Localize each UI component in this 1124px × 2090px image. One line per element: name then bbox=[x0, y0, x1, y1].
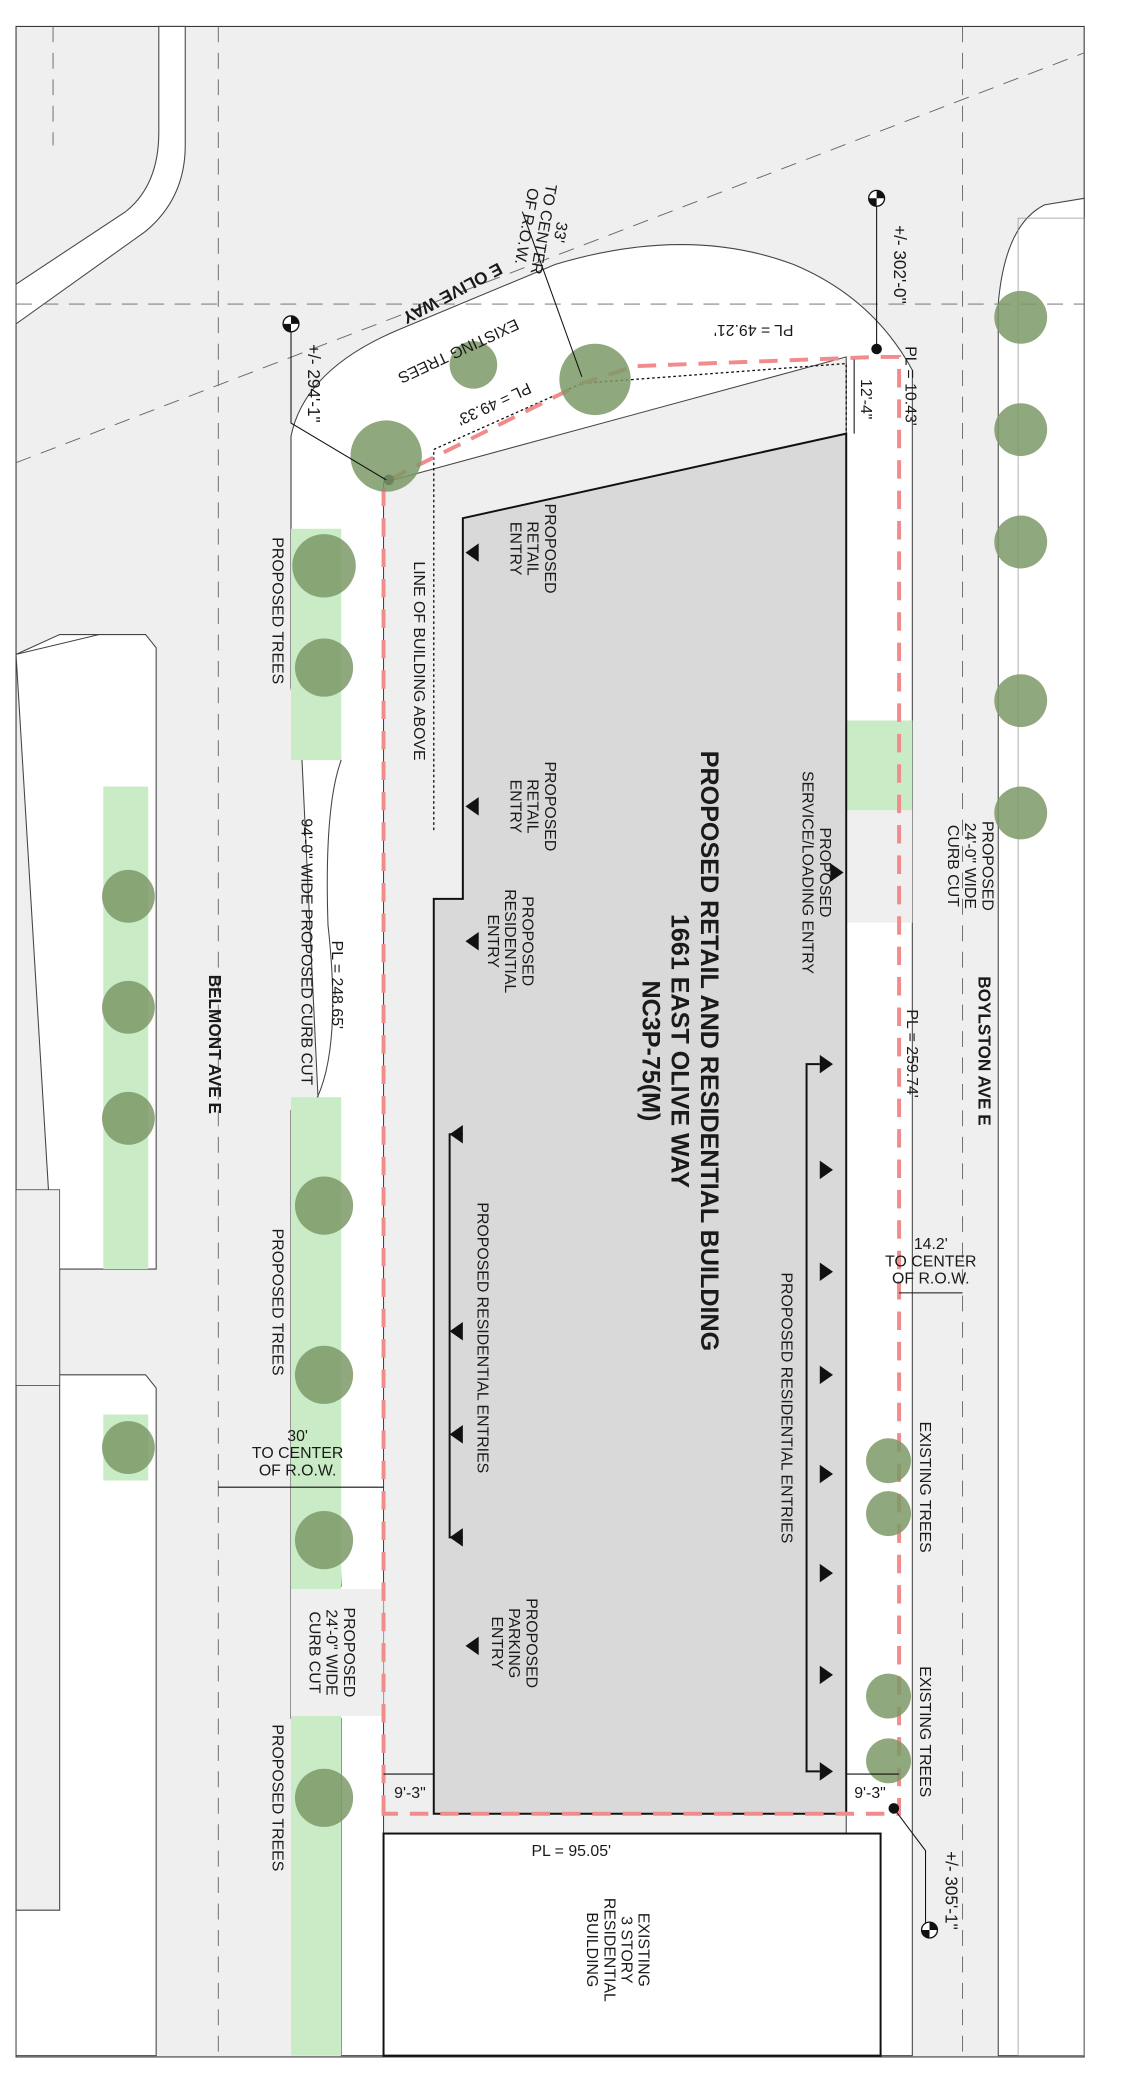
retail-entry-label: PROPOSEDRETAILENTRY bbox=[506, 761, 557, 851]
tree-icon bbox=[101, 980, 155, 1034]
entry-arrow-icon bbox=[830, 863, 844, 882]
row-centerlines bbox=[15, 26, 1085, 2056]
elevation-marker-icon bbox=[920, 1921, 939, 1939]
entry-arrow-icon bbox=[449, 1124, 463, 1547]
elevation-marker-icon bbox=[868, 189, 886, 207]
elevation-marker-icon bbox=[282, 315, 300, 333]
west-wide-curb-cut-label: 94'-0" WIDE PROPOSED CURB CUT bbox=[298, 818, 315, 1085]
retail-entry-label: PROPOSEDRETAILENTRY bbox=[506, 504, 557, 594]
proposed-trees-label: PROPOSED TREES bbox=[268, 1724, 285, 1871]
curb-line bbox=[15, 634, 100, 655]
tree-icon bbox=[294, 1176, 354, 1235]
line-of-building-above bbox=[433, 362, 847, 831]
entry-arrow-icon bbox=[465, 797, 479, 816]
tree-icon bbox=[994, 674, 1048, 728]
building-zoning: NC3P-75(M) bbox=[637, 980, 665, 1121]
west-curb bbox=[15, 1189, 61, 1386]
street-name-boylston: BOYLSTON AVE E bbox=[974, 976, 994, 1125]
street-name-belmont: BELMONT AVE E bbox=[205, 975, 225, 1114]
tree-icon bbox=[994, 515, 1048, 569]
proposed-trees-label: PROPOSED TREES bbox=[268, 1229, 285, 1376]
west-curb-line bbox=[290, 759, 342, 1600]
parking-entry-label: PROPOSEDPARKINGENTRY bbox=[488, 1598, 539, 1688]
entries-bracket bbox=[805, 1063, 820, 1773]
tree-icon bbox=[101, 1421, 155, 1474]
proposed-building bbox=[432, 432, 848, 1815]
east-sidewalk bbox=[997, 197, 1085, 2057]
pl-west: PL = 248.65' bbox=[328, 941, 345, 1029]
west-curb-cut bbox=[291, 1588, 384, 1716]
tree-icon bbox=[294, 638, 354, 697]
planting-strip bbox=[291, 1715, 342, 2056]
west-curb-cut-label: PROPOSED24'-0" WIDECURB CUT bbox=[306, 1607, 357, 1697]
building-title-line: PROPOSED RETAIL AND RESIDENTIAL BUILDING bbox=[695, 751, 723, 1351]
setback-east: 9'-3" bbox=[854, 1785, 886, 1802]
pl-east: PL = 259.74' bbox=[903, 1009, 920, 1097]
existing-trees-label: EXISTING TREES bbox=[916, 1666, 933, 1797]
east-property-edge bbox=[1017, 217, 1085, 2056]
tree-icon bbox=[866, 1738, 911, 1784]
proposed-trees-label: PROPOSED TREES bbox=[268, 537, 285, 684]
building-address: 1661 EAST OLIVE WAY bbox=[666, 914, 694, 1188]
pl-south: PL = 95.05' bbox=[531, 1843, 611, 1860]
tree-icon bbox=[449, 341, 498, 389]
existing-building-label: EXISTING3 STORYRESIDENTIALBUILDING bbox=[583, 1898, 652, 2002]
tree-icon bbox=[866, 1438, 911, 1484]
elevation-nw: +/- 294'-1" bbox=[304, 344, 324, 423]
east-curb-cut-label: PROPOSED24'-0" WIDECURB CUT bbox=[944, 821, 995, 911]
tree-icon bbox=[101, 869, 155, 923]
entry-arrow-icon bbox=[465, 931, 479, 951]
tree-icon bbox=[866, 1491, 911, 1537]
residential-entries-west: PROPOSED RESIDENTIAL ENTRIES bbox=[473, 1202, 490, 1473]
olive-row-label: 33'TO CENTEROF R.O.W. bbox=[510, 180, 576, 279]
service-entry-label: PROPOSEDSERVICE/LOADING ENTRY bbox=[799, 771, 833, 974]
entries-bracket bbox=[448, 1133, 463, 1539]
trees bbox=[101, 290, 1048, 1827]
planting-strip bbox=[846, 720, 913, 811]
tree-icon bbox=[294, 1768, 354, 1827]
east-curb-cut bbox=[846, 810, 913, 923]
tree-icon bbox=[994, 786, 1048, 840]
nw-corner-sidewalk bbox=[15, 25, 186, 325]
existing-building bbox=[382, 1832, 882, 2057]
existing-trees-label: EXISTING TREES bbox=[916, 1422, 933, 1553]
dim-12-4: 12'-4" bbox=[857, 379, 874, 419]
elevation-ne: +/- 302'-0" bbox=[890, 225, 910, 304]
entry-arrow-icon bbox=[465, 543, 479, 562]
elevation-markers bbox=[282, 189, 939, 1939]
elevation-se: +/- 305'-1" bbox=[941, 1851, 961, 1930]
tree-icon bbox=[994, 403, 1048, 457]
line-of-building-label: LINE OF BUILDING ABOVE bbox=[410, 561, 427, 760]
building-title: PROPOSED RETAIL AND RESIDENTIAL BUILDING… bbox=[637, 751, 723, 1351]
pl-ne: PL = 10.43' bbox=[902, 346, 919, 426]
tree-icon bbox=[866, 1673, 911, 1719]
tree-icon bbox=[350, 420, 422, 492]
tree-icon bbox=[294, 1510, 354, 1570]
tree-icon bbox=[294, 1345, 354, 1404]
pl-north: PL = 49.21' bbox=[714, 321, 794, 338]
residential-entries-east: PROPOSED RESIDENTIAL ENTRIES bbox=[777, 1272, 794, 1543]
entry-arrow-icon bbox=[465, 1636, 479, 1656]
tree-icon bbox=[292, 534, 356, 598]
tree-icon bbox=[559, 343, 631, 416]
entry-arrows bbox=[449, 543, 844, 1781]
setback-west: 9'-3" bbox=[394, 1785, 426, 1802]
tree-icon bbox=[994, 290, 1048, 344]
residential-entry-label: PROPOSEDRESIDENTIALENTRY bbox=[484, 889, 535, 993]
tree-icon bbox=[101, 1091, 155, 1145]
dimension-lines bbox=[218, 204, 963, 1924]
property-line bbox=[381, 354, 902, 1816]
